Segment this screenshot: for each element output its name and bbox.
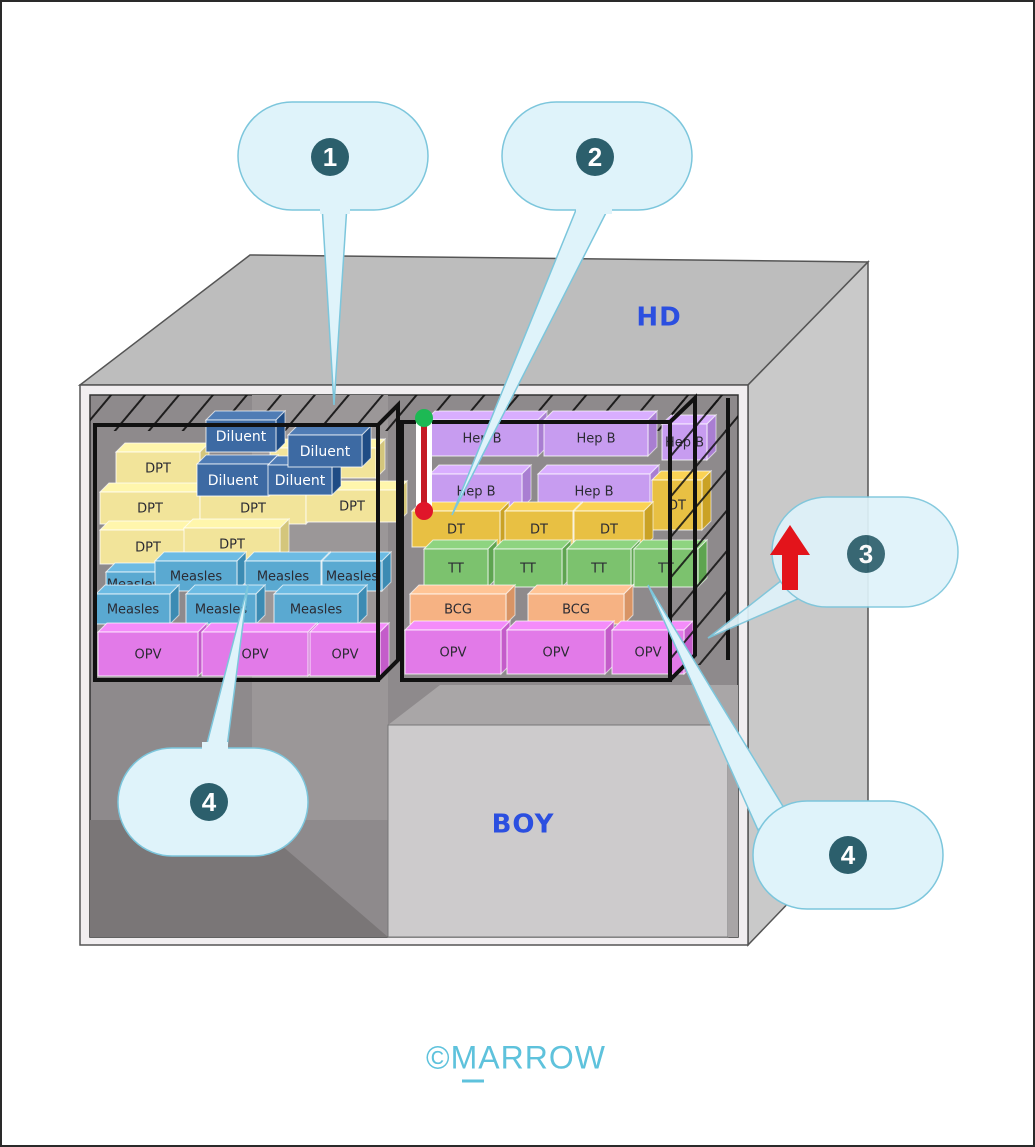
vaccine-box-label: OPV: [332, 648, 359, 663]
callout-2: 2: [451, 101, 693, 516]
vaccine-box-tt: TT: [492, 538, 573, 589]
callout-3: 3: [707, 496, 959, 639]
vaccine-box-opv: OPV: [96, 621, 209, 678]
compressor-step-side: [728, 710, 738, 937]
vaccine-box-label: Diluent: [208, 473, 259, 489]
vaccine-box-diluent: Diluent: [286, 424, 373, 469]
vaccine-box-diluent: Diluent: [204, 409, 287, 454]
callout-4-left: 4: [117, 584, 309, 857]
vaccine-box-opv: OPV: [505, 619, 616, 676]
vaccine-box-label: DPT: [135, 541, 161, 556]
vaccine-box-diluent: Diluent: [195, 453, 280, 498]
vaccine-box-opv: OPV: [200, 621, 319, 678]
callout-number-4-right: 4: [841, 840, 856, 870]
badge-2: [576, 138, 614, 176]
vaccine-box-label: TT: [447, 562, 464, 577]
vaccine-box-label: OPV: [440, 646, 467, 661]
badge-4-right: [829, 836, 867, 874]
left-basket: DPTDPTDPTDPTDPTDPTDPTDiluentDiluentDilue…: [94, 409, 409, 678]
vaccine-box-label: OPV: [135, 648, 162, 663]
badge-4-left: [190, 783, 228, 821]
compressor-step-top: [388, 685, 738, 725]
vaccine-box-dpt: DPT: [304, 479, 409, 524]
vaccine-box-label: DPT: [137, 502, 163, 517]
callout-1: 1: [237, 101, 429, 406]
compressor-step: [387, 724, 729, 938]
vaccine-box-label: Hep B: [574, 485, 613, 500]
vaccine-box-label: DT: [600, 523, 618, 538]
copyright-watermark: ©MARROW: [426, 1039, 606, 1075]
callout-number-1: 1: [323, 142, 337, 172]
vaccine-box-dpt: DPT: [98, 481, 211, 526]
right-basket-side-grid: [672, 400, 728, 665]
callout-number-2: 2: [588, 142, 602, 172]
vaccine-box-label: Hep B: [576, 432, 615, 447]
vaccine-box-dpt: DPT: [182, 517, 291, 562]
vaccine-box-label: OPV: [543, 646, 570, 661]
vaccine-box-bcg: BCG: [526, 583, 635, 626]
badge-3: [847, 535, 885, 573]
vaccine-box-diluent: Diluent: [266, 454, 343, 497]
vaccine-box-label: OPV: [635, 646, 662, 661]
thermometer-icon: [415, 409, 433, 520]
vaccine-box-label: DPT: [219, 538, 245, 553]
vaccine-box-label: DT: [530, 523, 548, 538]
vaccine-box-dpt: DPT: [114, 441, 211, 486]
callout-number-3: 3: [859, 539, 873, 569]
vaccine-box-bcg: BCG: [408, 583, 517, 626]
vaccine-box-label: Diluent: [216, 429, 267, 445]
vaccine-box-label: Measles: [170, 570, 223, 585]
vaccine-box-label: Measles: [290, 603, 343, 618]
left-basket-depth: [376, 400, 400, 682]
vaccine-box-label: DT: [447, 523, 465, 538]
vaccine-box-label: Diluent: [275, 473, 326, 489]
vaccine-box-hep-b: Hep B: [542, 409, 659, 458]
badge-1: [311, 138, 349, 176]
handwritten-label-boy: BOY: [492, 810, 555, 840]
vaccine-box-label: Measles: [326, 570, 379, 585]
callout-number-4-left: 4: [202, 787, 217, 817]
vaccine-box-label: Diluent: [300, 444, 351, 460]
vaccine-box-tt: TT: [565, 538, 642, 589]
arrow-up-icon-overlay: [770, 525, 810, 590]
vaccine-box-label: TT: [590, 562, 607, 577]
right-basket-frame: [400, 420, 672, 682]
vaccine-box-hep-b: Hep B: [424, 409, 549, 458]
vaccine-box-label: BCG: [444, 603, 472, 618]
vaccine-box-measles: Measles: [272, 583, 369, 626]
left-basket-frame: [93, 423, 380, 682]
vaccine-box-opv: OPV: [308, 621, 391, 678]
fridge-top: [77, 254, 870, 386]
vaccine-box-label: DPT: [339, 500, 365, 515]
vaccine-box-measles: Measles: [184, 583, 267, 626]
basket-frames: [93, 393, 730, 682]
vaccine-box-label: Measles: [107, 603, 160, 618]
vaccine-box-label: Measles: [195, 603, 248, 618]
vaccine-box-opv: OPV: [403, 619, 512, 676]
vaccine-box-label: OPV: [242, 648, 269, 663]
vaccine-box-label: Measles: [257, 570, 310, 585]
vaccine-box-label: DPT: [240, 502, 266, 517]
vaccine-box-label: TT: [519, 562, 536, 577]
callout-4-right: 4: [647, 584, 944, 910]
vaccine-box-tt: TT: [422, 538, 499, 589]
vaccine-box-label: DPT: [145, 462, 171, 477]
vaccine-box-measles: Measles: [94, 583, 181, 626]
handwritten-label-hd: HD: [636, 303, 681, 333]
vaccine-box-label: BCG: [562, 603, 590, 618]
